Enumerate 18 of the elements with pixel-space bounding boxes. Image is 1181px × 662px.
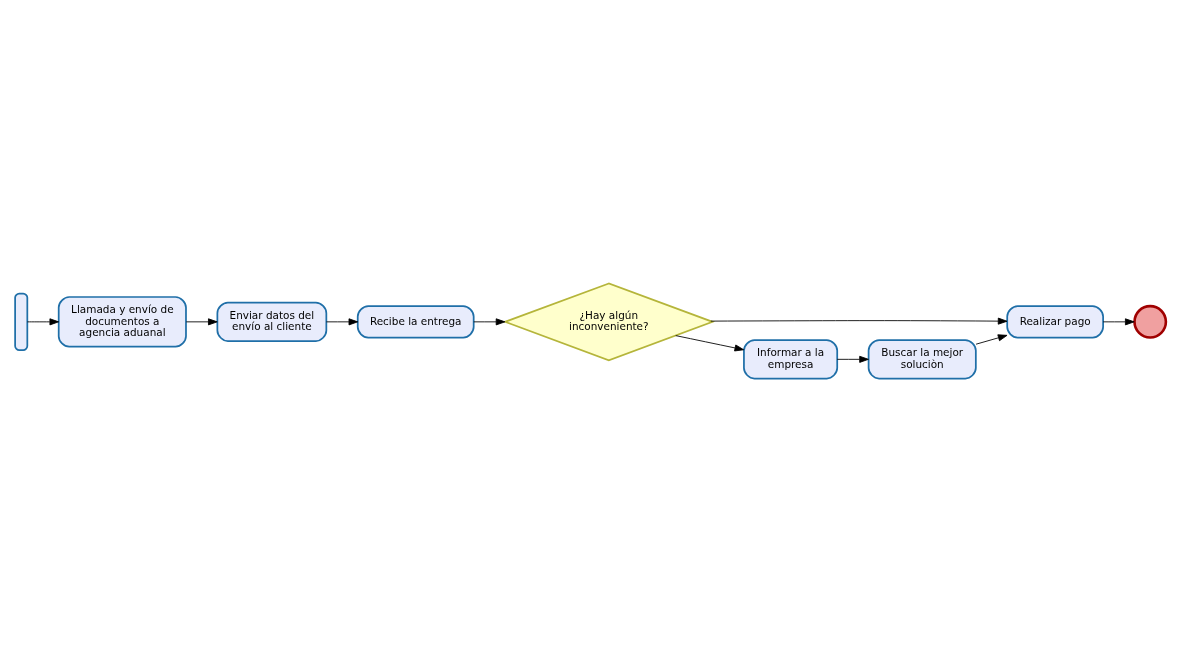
node-box: Llamada y envío de documentos a agencia aduanal bbox=[57, 296, 187, 348]
arrow bbox=[473, 318, 506, 326]
arrow bbox=[27, 318, 60, 326]
arrow bbox=[836, 355, 869, 363]
arrow bbox=[1102, 318, 1135, 326]
node-box: Recibe la entrega bbox=[356, 305, 475, 339]
node-box: Buscar la mejor soluciòn bbox=[867, 339, 977, 380]
node-circle bbox=[1133, 304, 1168, 339]
arrow bbox=[326, 318, 359, 326]
arrow bbox=[975, 334, 1008, 345]
node-box: Enviar datos del envío al cliente bbox=[216, 301, 328, 342]
node-box: Realizar pago bbox=[1006, 305, 1104, 339]
arrow bbox=[185, 318, 218, 326]
node-box bbox=[14, 292, 29, 352]
node-diamond: ¿Hay algún inconveniente? bbox=[502, 282, 716, 362]
arrow bbox=[675, 335, 745, 352]
node-box: Informar a la empresa bbox=[743, 339, 839, 380]
arrow bbox=[710, 317, 1008, 325]
